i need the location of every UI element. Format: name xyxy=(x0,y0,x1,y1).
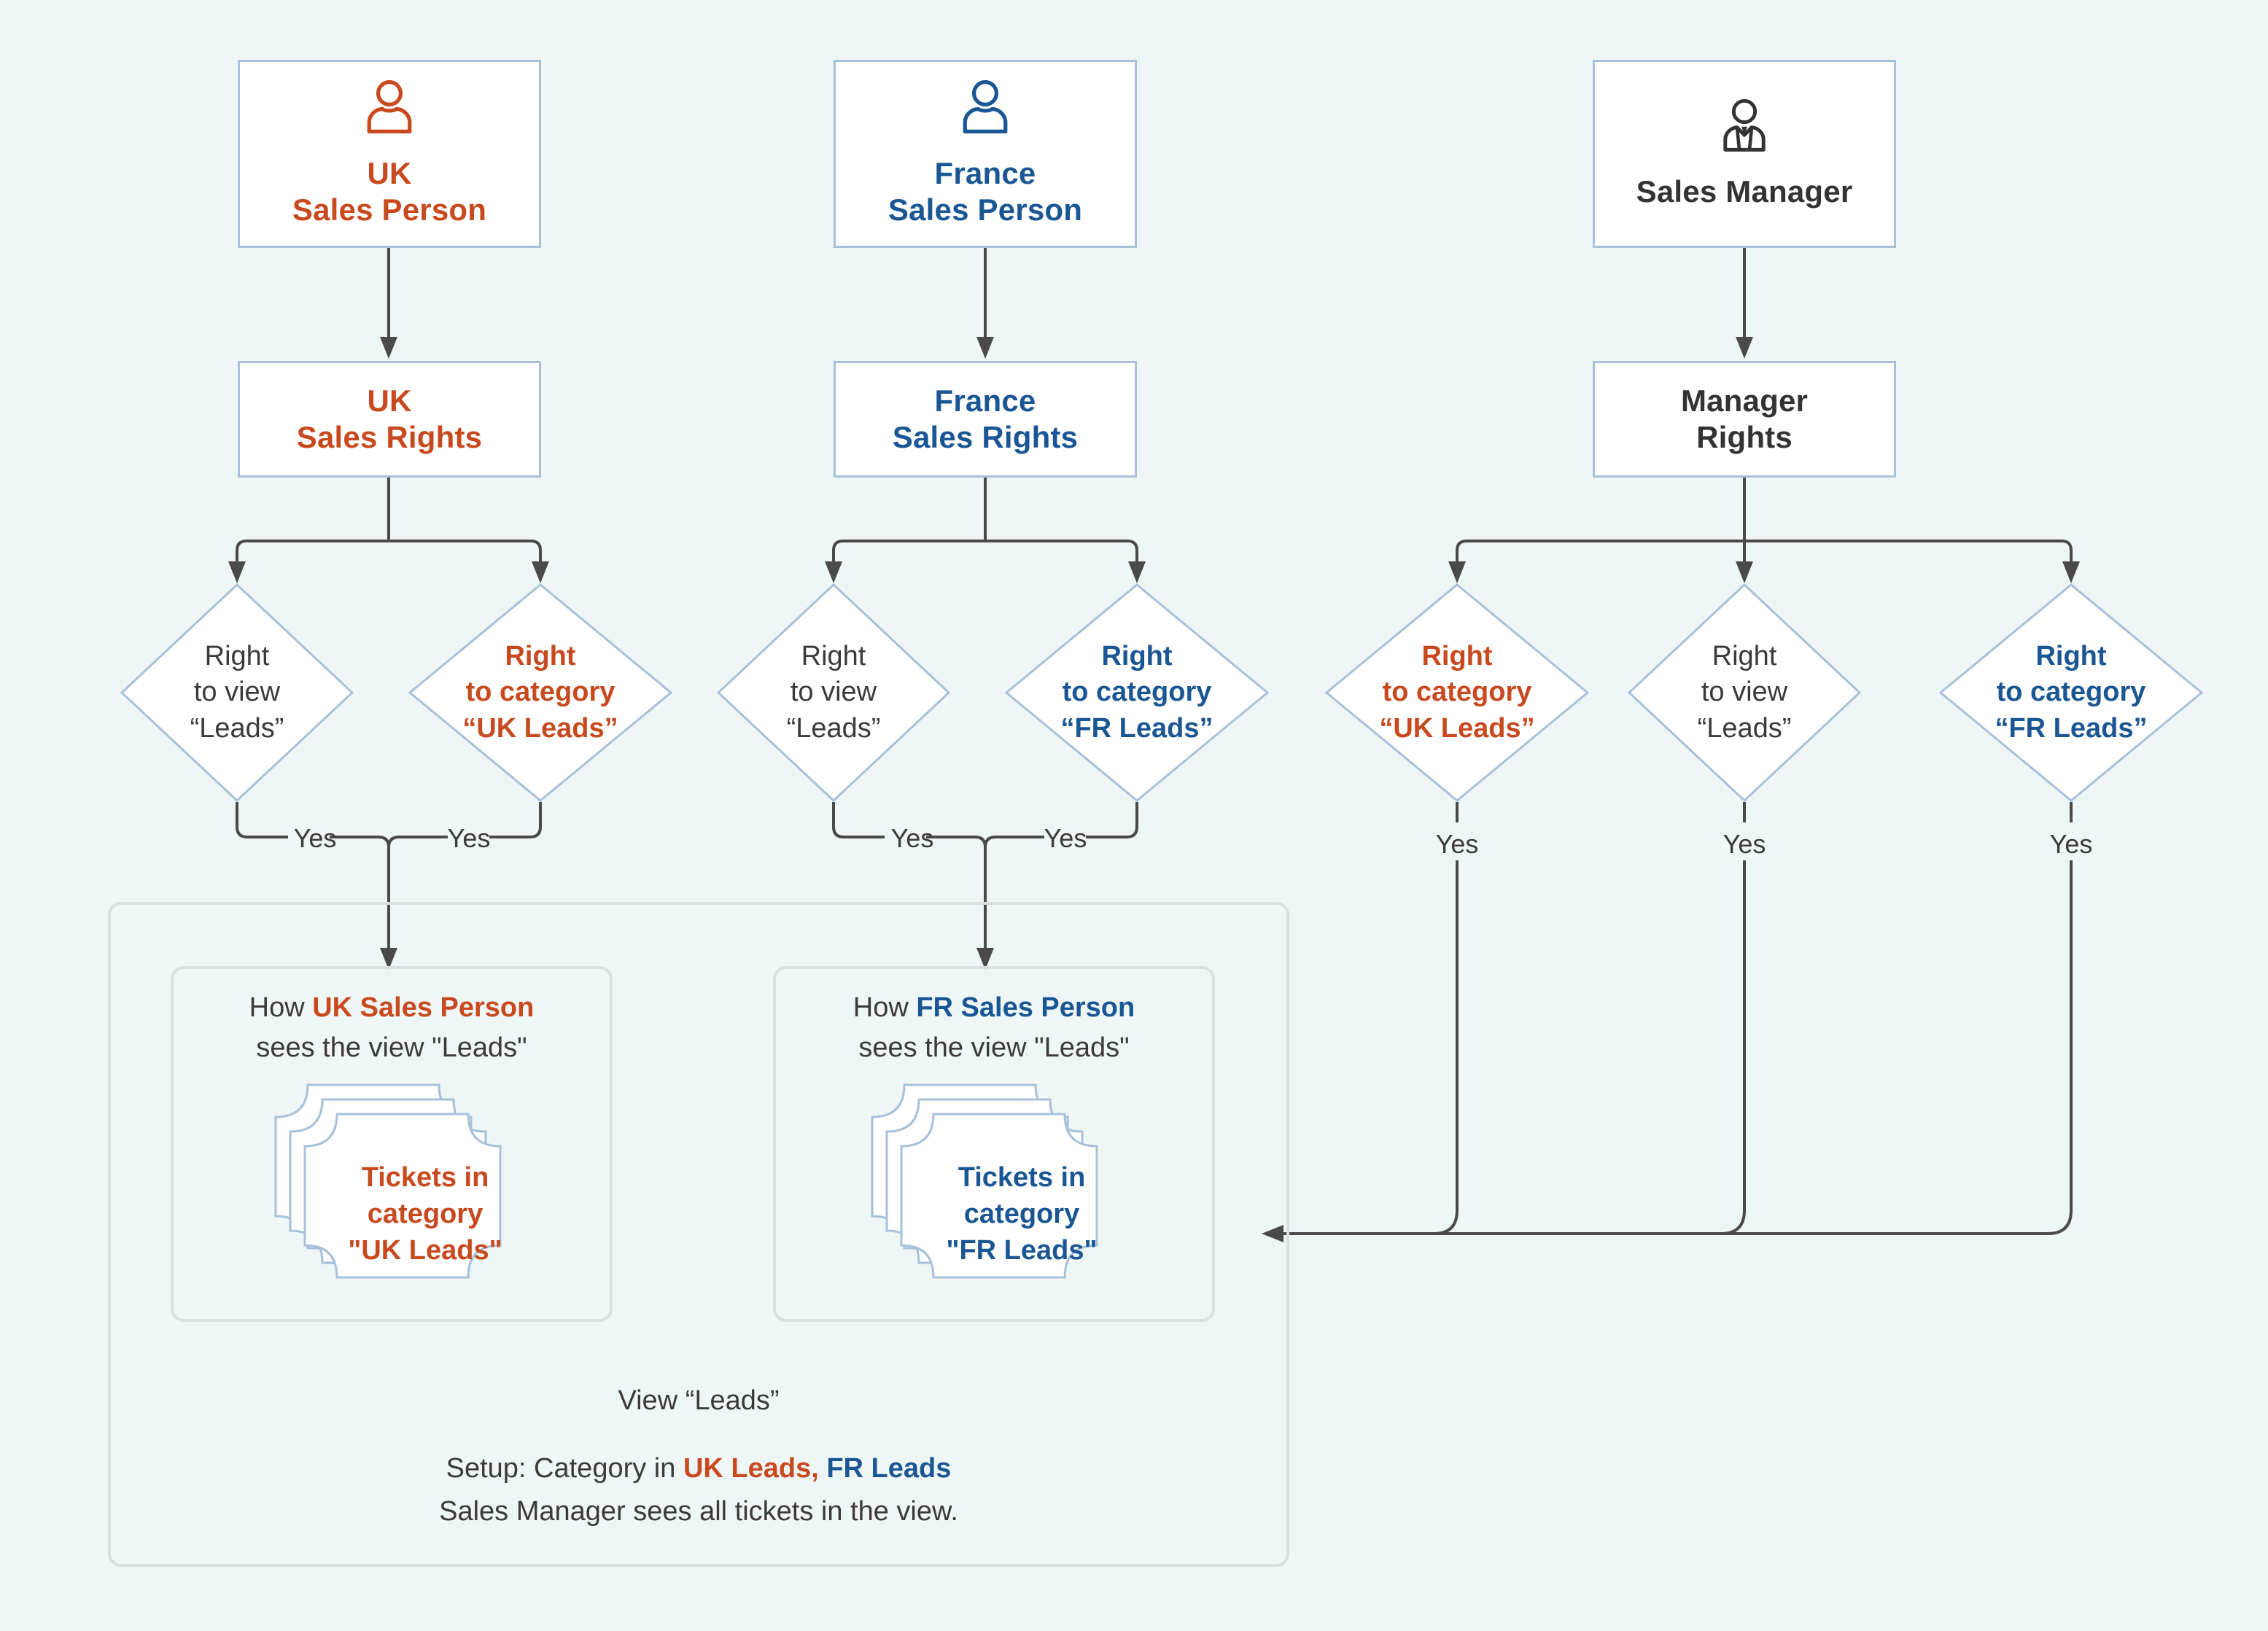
setup-uk-leads: UK Leads, xyxy=(683,1453,819,1484)
uk-card-title-second: sees the view "Leads" xyxy=(256,1032,527,1064)
yes-label-uk-category: Yes xyxy=(447,823,491,853)
rights-line-1: UK xyxy=(367,384,412,419)
decision-line-1: Right xyxy=(2035,640,2107,672)
decision-line-1: Right xyxy=(505,640,576,672)
role-line-2: Sales Person xyxy=(888,192,1083,227)
setup-fr-leads: FR Leads xyxy=(818,1453,952,1484)
rights-box-manager-rights[interactable]: Manager Rights xyxy=(1593,361,1896,478)
setup-note: Setup: Category in UK Leads, FR Leads Sa… xyxy=(108,1447,1289,1533)
rights-line-1: Manager xyxy=(1680,384,1809,419)
decision-fr-right-to-view[interactable]: Right to view “Leads” xyxy=(717,583,950,802)
rights-line-1: France xyxy=(934,384,1036,419)
decision-line-3: “UK Leads” xyxy=(1379,712,1535,744)
fr-card-title-prefix: How xyxy=(853,992,917,1023)
fr-view-card[interactable] xyxy=(773,966,1215,1322)
fr-ticket-stack[interactable]: Tickets in category "FR Leads" xyxy=(868,1079,1108,1291)
decision-line-3: “Leads” xyxy=(786,712,881,744)
fr-card-title-person: FR Sales Person xyxy=(916,992,1135,1023)
role-box-france-sales-person[interactable]: France Sales Person xyxy=(834,60,1137,248)
setup-line-2: Sales Manager sees all tickets in the vi… xyxy=(439,1495,958,1527)
uk-view-card-title: How UK Sales Person sees the view "Leads… xyxy=(171,988,613,1068)
role-line-1: Sales Manager xyxy=(1636,174,1853,209)
fr-card-title-second: sees the view "Leads" xyxy=(858,1032,1130,1064)
decision-line-3: “Leads” xyxy=(1697,712,1792,744)
decision-line-2: to category xyxy=(1062,677,1212,708)
manager-icon xyxy=(1717,98,1771,155)
decision-line-2: to view xyxy=(193,677,281,708)
role-box-sales-manager[interactable]: Sales Manager xyxy=(1593,60,1896,248)
decision-line-3: “Leads” xyxy=(190,712,284,744)
role-line-1: UK xyxy=(367,156,412,191)
yes-label-fr-category: Yes xyxy=(1044,823,1087,853)
view-leads-label: View “Leads” xyxy=(618,1385,780,1416)
fr-ticket-line-2: category xyxy=(963,1198,1080,1229)
yes-label-mgr-fr: Yes xyxy=(2049,829,2093,859)
decision-mgr-right-to-category-fr[interactable]: Right to category “FR Leads” xyxy=(1939,583,2203,802)
uk-ticket-stack[interactable]: Tickets in category "UK Leads" xyxy=(271,1079,512,1291)
decision-line-2: to view xyxy=(790,677,877,708)
decision-line-1: Right xyxy=(1101,640,1173,672)
decision-line-3: “UK Leads” xyxy=(462,712,618,744)
decision-line-3: “FR Leads” xyxy=(1060,712,1213,744)
role-box-uk-sales-person[interactable]: UK Sales Person xyxy=(238,60,541,248)
person-icon xyxy=(958,79,1012,136)
rights-line-2: Sales Rights xyxy=(296,420,483,454)
role-line-1: France xyxy=(934,156,1036,191)
rights-box-france-sales-rights[interactable]: France Sales Rights xyxy=(834,361,1137,478)
uk-ticket-line-2: category xyxy=(367,1198,483,1229)
decision-mgr-right-to-category-uk[interactable]: Right to category “UK Leads” xyxy=(1325,583,1589,802)
decision-mgr-right-to-view[interactable]: Right to view “Leads” xyxy=(1628,583,1861,802)
decision-line-2: to category xyxy=(1996,677,2146,708)
decision-line-1: Right xyxy=(1421,640,1493,672)
rights-line-2: Rights xyxy=(1696,420,1793,454)
person-icon xyxy=(362,79,416,136)
decision-line-2: to view xyxy=(1701,677,1788,708)
fr-ticket-line-1: Tickets in xyxy=(958,1161,1086,1193)
uk-card-title-prefix: How xyxy=(249,992,313,1023)
decision-line-1: Right xyxy=(204,640,270,672)
decision-fr-right-to-category[interactable]: Right to category “FR Leads” xyxy=(1005,583,1269,802)
rights-line-2: Sales Rights xyxy=(892,420,1079,454)
yes-label-mgr-view: Yes xyxy=(1723,829,1766,859)
fr-view-card-title: How FR Sales Person sees the view "Leads… xyxy=(773,988,1215,1068)
decision-line-3: “FR Leads” xyxy=(1995,712,2148,744)
uk-card-title-person: UK Sales Person xyxy=(312,992,535,1023)
yes-label-mgr-uk: Yes xyxy=(1435,829,1479,859)
uk-ticket-line-1: Tickets in xyxy=(361,1161,489,1193)
fr-ticket-line-3: "FR Leads" xyxy=(946,1235,1098,1266)
decision-uk-right-to-view[interactable]: Right to view “Leads” xyxy=(120,583,354,802)
yes-label-uk-view: Yes xyxy=(293,823,337,853)
decision-line-2: to category xyxy=(465,677,615,708)
setup-prefix: Setup: Category in xyxy=(446,1453,683,1484)
decision-line-2: to category xyxy=(1382,677,1532,708)
rights-box-uk-sales-rights[interactable]: UK Sales Rights xyxy=(238,361,541,478)
uk-view-card[interactable] xyxy=(171,966,613,1322)
decision-uk-right-to-category[interactable]: Right to category “UK Leads” xyxy=(408,583,672,802)
view-leads-container xyxy=(108,902,1289,1567)
yes-label-fr-view: Yes xyxy=(890,823,934,853)
decision-line-1: Right xyxy=(801,640,866,672)
uk-ticket-line-3: "UK Leads" xyxy=(348,1235,502,1266)
role-line-2: Sales Person xyxy=(292,192,487,227)
decision-line-1: Right xyxy=(1712,640,1777,672)
